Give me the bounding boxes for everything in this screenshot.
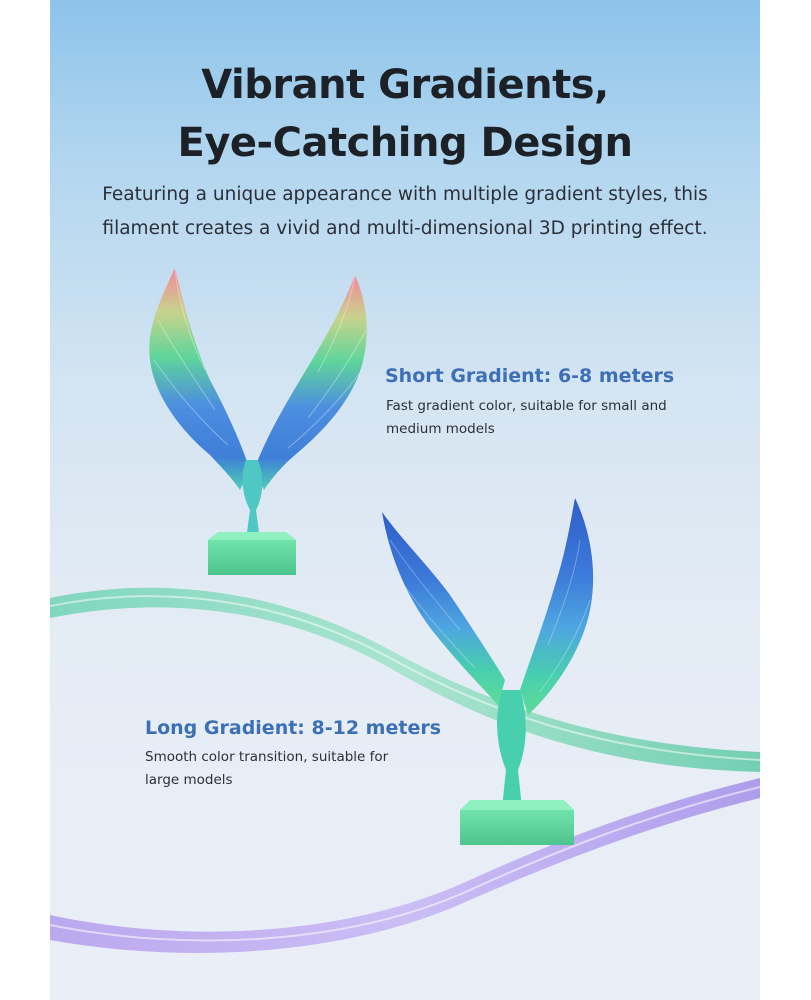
short-gradient-eagle-model bbox=[149, 267, 367, 575]
long-gradient-eagle-model bbox=[382, 498, 594, 845]
green-filament-ribbon bbox=[50, 587, 760, 772]
short-gradient-description: Fast gradient color, suitable for small … bbox=[386, 395, 667, 441]
long-gradient-desc-line-2: large models bbox=[145, 772, 233, 788]
long-gradient-title: Long Gradient: 8-12 meters bbox=[145, 717, 442, 739]
subtitle-line-2: filament creates a vivid and multi-dimen… bbox=[102, 218, 708, 239]
product-poster: Vibrant Gradients, Eye-Catching Design F… bbox=[50, 0, 760, 1000]
headline: Vibrant Gradients, Eye-Catching Design bbox=[50, 56, 760, 172]
short-gradient-title: Short Gradient: 6-8 meters bbox=[385, 365, 675, 387]
long-gradient-desc-line-1: Smooth color transition, suitable for bbox=[145, 749, 389, 765]
headline-line-2: Eye-Catching Design bbox=[177, 120, 634, 166]
subtitle-line-1: Featuring a unique appearance with multi… bbox=[102, 184, 708, 205]
short-gradient-desc-line-2: medium models bbox=[386, 421, 495, 437]
headline-line-1: Vibrant Gradients, bbox=[201, 62, 609, 108]
artwork bbox=[50, 267, 760, 953]
long-gradient-description: Smooth color transition, suitable for la… bbox=[145, 746, 388, 792]
short-gradient-desc-line-1: Fast gradient color, suitable for small … bbox=[386, 398, 667, 414]
subtitle: Featuring a unique appearance with multi… bbox=[70, 178, 740, 246]
purple-filament-ribbon bbox=[50, 778, 760, 953]
